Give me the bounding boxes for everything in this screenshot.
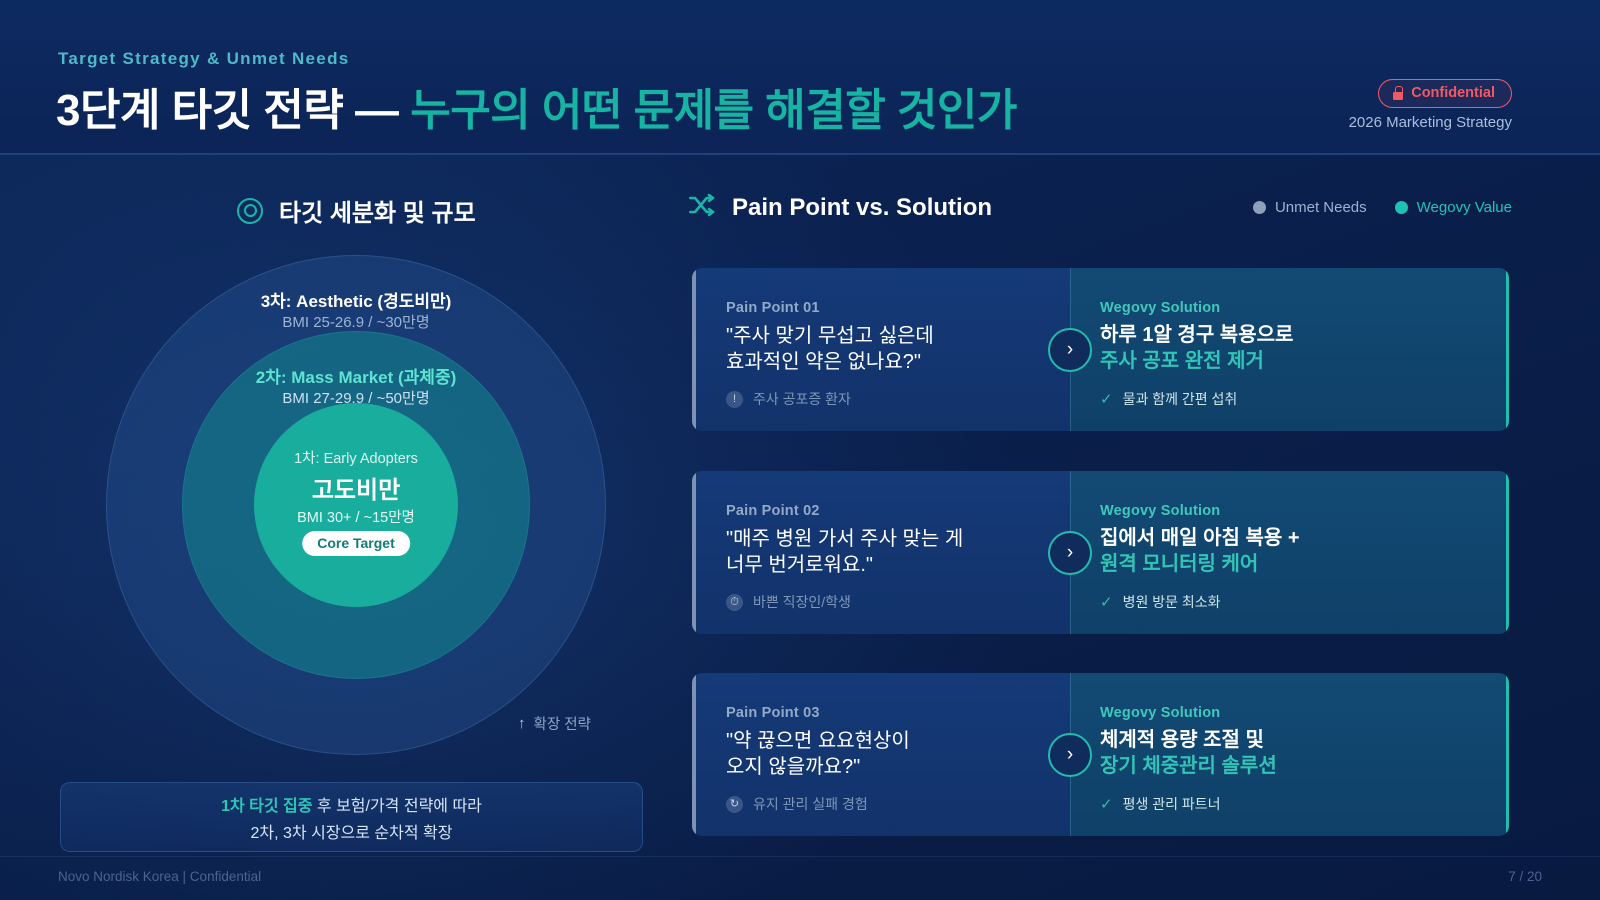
solution-line1-1: 하루 1알 경구 복용으로 (1100, 324, 1294, 346)
slide-header: Target Strategy & Unmet Needs 3단계 타깃 전략 … (0, 0, 1600, 155)
strategy-note-emphasis: 1차 타깃 집중 (221, 797, 313, 815)
ring-primary-label: 1차: Early Adopters (294, 451, 418, 467)
pain-solution-card-3[interactable]: Pain Point 03 "약 끊으면 요요현상이 오지 않을까요?" ↻ 유… (692, 673, 1509, 836)
pain-quote-1: "주사 맞기 무섭고 싫은데 효과적인 약은 없나요?" (726, 323, 1070, 376)
status-badge-label: Confidential (1411, 85, 1495, 101)
pain-quote-3-line1: "약 끊으면 요요현상이 (726, 730, 910, 752)
solution-check-label-1: 물과 함께 간편 섭취 (1122, 391, 1238, 407)
expansion-strategy-label: 확장 전략 (533, 717, 591, 733)
strategy-note-box: 1차 타깃 집중 후 보험/가격 전략에 따라 2차, 3차 시장으로 순차적 … (60, 782, 643, 852)
pain-tag-3: ↻ 유지 관리 실패 경험 (726, 794, 868, 814)
solution-text-1: 하루 1알 경구 복용으로 주사 공포 완전 제거 (1100, 322, 1506, 375)
core-target-pill: Core Target (302, 531, 410, 556)
ring-primary (254, 403, 458, 607)
solution-text-2: 집에서 매일 아침 복용 + 원격 모니터링 케어 (1100, 525, 1506, 578)
pain-quote-3: "약 끊으면 요요현상이 오지 않을까요?" (726, 728, 1070, 781)
pain-tag-label-1: 주사 공포증 환자 (753, 391, 851, 407)
solution-check-3: ✓ 평생 관리 파트너 (1100, 794, 1221, 814)
header-eyebrow: Target Strategy & Unmet Needs (58, 49, 350, 68)
solution-side-3: › Wegovy Solution 체계적 용량 조절 및 장기 체중관리 솔루… (1048, 673, 1509, 836)
left-section-header: 타깃 세분화 및 규모 (237, 193, 476, 228)
ring-primary-sub: BMI 30+ / ~15만명 (297, 510, 415, 526)
slide-footer: Novo Nordisk Korea | Confidential 7 / 20 (0, 856, 1600, 900)
pain-quote-3-line2: 오지 않을까요?" (726, 756, 861, 779)
arrow-up-icon: ↑ (518, 715, 526, 732)
footer-left-text: Novo Nordisk Korea | Confidential (58, 869, 262, 884)
pain-side-2: Pain Point 02 "매주 병원 가서 주사 맞는 게 너무 번거로워요… (692, 471, 1070, 634)
target-icon (237, 197, 263, 224)
pain-tag-label-2: 바쁜 직장인/학생 (753, 594, 851, 610)
pain-kicker-2: Pain Point 02 (726, 503, 820, 519)
pain-quote-1-line1: "주사 맞기 무섭고 싫은데 (726, 325, 934, 347)
pain-quote-1-line2: 효과적인 약은 없나요?" (726, 351, 921, 374)
legend-item-wegovy: Wegovy Value (1394, 199, 1512, 216)
solution-check-label-2: 병원 방문 최소화 (1122, 594, 1221, 610)
pain-solution-card-2[interactable]: Pain Point 02 "매주 병원 가서 주사 맞는 게 너무 번거로워요… (692, 471, 1509, 634)
right-section-title: Pain Point vs. Solution (732, 193, 993, 221)
clock-icon: ⏱ (726, 593, 743, 611)
solution-check-1: ✓ 물과 함께 간편 섭취 (1100, 389, 1237, 409)
chevron-right-icon[interactable]: › (1048, 530, 1092, 575)
chevron-right-icon[interactable]: › (1048, 732, 1092, 777)
ring-tertiary-label: 3차: Aesthetic (경도비만) (260, 292, 452, 311)
strategy-note-line2: 2차, 3차 시장으로 순차적 확장 (250, 824, 453, 842)
ring-secondary-label: 2차: Mass Market (과체중) (255, 368, 457, 387)
solution-line1-2: 집에서 매일 아침 복용 + (1100, 527, 1300, 549)
legend-label-unmet: Unmet Needs (1274, 199, 1367, 216)
pain-tag-label-3: 유지 관리 실패 경험 (753, 796, 868, 812)
status-badge: Confidential (1378, 79, 1512, 108)
left-section-title: 타깃 세분화 및 규모 (279, 200, 476, 227)
right-section-header: Pain Point vs. Solution (688, 193, 992, 222)
check-icon: ✓ (1100, 796, 1113, 813)
ring-tertiary-sub: BMI 25-26.9 / ~30만명 (282, 314, 430, 331)
pain-kicker-1: Pain Point 01 (726, 300, 820, 316)
solution-line2-2: 원격 모니터링 케어 (1100, 553, 1259, 576)
pain-kicker-3: Pain Point 03 (726, 705, 820, 721)
lock-icon (1392, 86, 1404, 100)
pain-quote-2-line2: 너무 번거로워요." (726, 554, 874, 577)
legend: Unmet Needs Wegovy Value (1252, 199, 1512, 216)
solution-check-2: ✓ 병원 방문 최소화 (1100, 592, 1221, 612)
pain-tag-2: ⏱ 바쁜 직장인/학생 (726, 592, 851, 612)
check-icon: ✓ (1100, 391, 1113, 408)
header-subtitle: 2026 Marketing Strategy (1348, 114, 1512, 131)
legend-label-wegovy: Wegovy Value (1416, 199, 1512, 216)
solution-text-3: 체계적 용량 조절 및 장기 체중관리 솔루션 (1100, 727, 1506, 780)
strategy-note-line1: 1차 타깃 집중 후 보험/가격 전략에 따라 (221, 792, 482, 816)
pain-solution-card-1[interactable]: Pain Point 01 "주사 맞기 무섭고 싫은데 효과적인 약은 없나요… (692, 268, 1509, 431)
legend-dot-unmet (1252, 201, 1266, 214)
target-segmentation-diagram: 3차: Aesthetic (경도비만) BMI 25-26.9 / ~30만명… (106, 255, 606, 755)
solution-line2-3: 장기 체중관리 솔루션 (1100, 755, 1277, 778)
solution-kicker-2: Wegovy Solution (1100, 503, 1221, 519)
legend-item-unmet: Unmet Needs (1252, 199, 1367, 216)
solution-check-label-3: 평생 관리 파트너 (1122, 796, 1221, 812)
legend-dot-wegovy (1394, 201, 1408, 214)
page-number: 7 / 20 (1508, 869, 1542, 884)
strategy-note-rest: 후 보험/가격 전략에 따라 (312, 797, 482, 815)
pain-side-1: Pain Point 01 "주사 맞기 무섭고 싫은데 효과적인 약은 없나요… (692, 268, 1070, 431)
shuffle-icon (688, 193, 716, 222)
pain-quote-2-line1: "매주 병원 가서 주사 맞는 게 (726, 528, 964, 550)
solution-side-1: › Wegovy Solution 하루 1알 경구 복용으로 주사 공포 완전… (1048, 268, 1509, 431)
alert-circle-icon: ! (726, 390, 743, 408)
solution-kicker-3: Wegovy Solution (1100, 705, 1221, 721)
page-title: 3단계 타깃 전략 — 누구의 어떤 문제를 해결할 것인가 (56, 74, 1017, 138)
page-title-plain: 3단계 타깃 전략 — (56, 86, 411, 135)
pain-tag-1: ! 주사 공포증 환자 (726, 389, 851, 409)
pain-quote-2: "매주 병원 가서 주사 맞는 게 너무 번거로워요." (726, 526, 1070, 579)
solution-side-2: › Wegovy Solution 집에서 매일 아침 복용 + 원격 모니터링… (1048, 471, 1509, 634)
pain-side-3: Pain Point 03 "약 끊으면 요요현상이 오지 않을까요?" ↻ 유… (692, 673, 1070, 836)
solution-kicker-1: Wegovy Solution (1100, 300, 1221, 316)
ring-primary-main: 고도비만 (311, 477, 401, 504)
ring-secondary-sub: BMI 27-29.9 / ~50만명 (282, 390, 430, 407)
expansion-strategy-note: ↑ 확장 전략 (518, 713, 591, 734)
page-title-accent: 누구의 어떤 문제를 해결할 것인가 (410, 86, 1017, 135)
solution-line1-3: 체계적 용량 조절 및 (1100, 729, 1264, 751)
check-icon: ✓ (1100, 594, 1113, 611)
history-icon: ↻ (726, 795, 743, 813)
solution-line2-1: 주사 공포 완전 제거 (1100, 350, 1264, 373)
chevron-right-icon[interactable]: › (1048, 327, 1092, 372)
